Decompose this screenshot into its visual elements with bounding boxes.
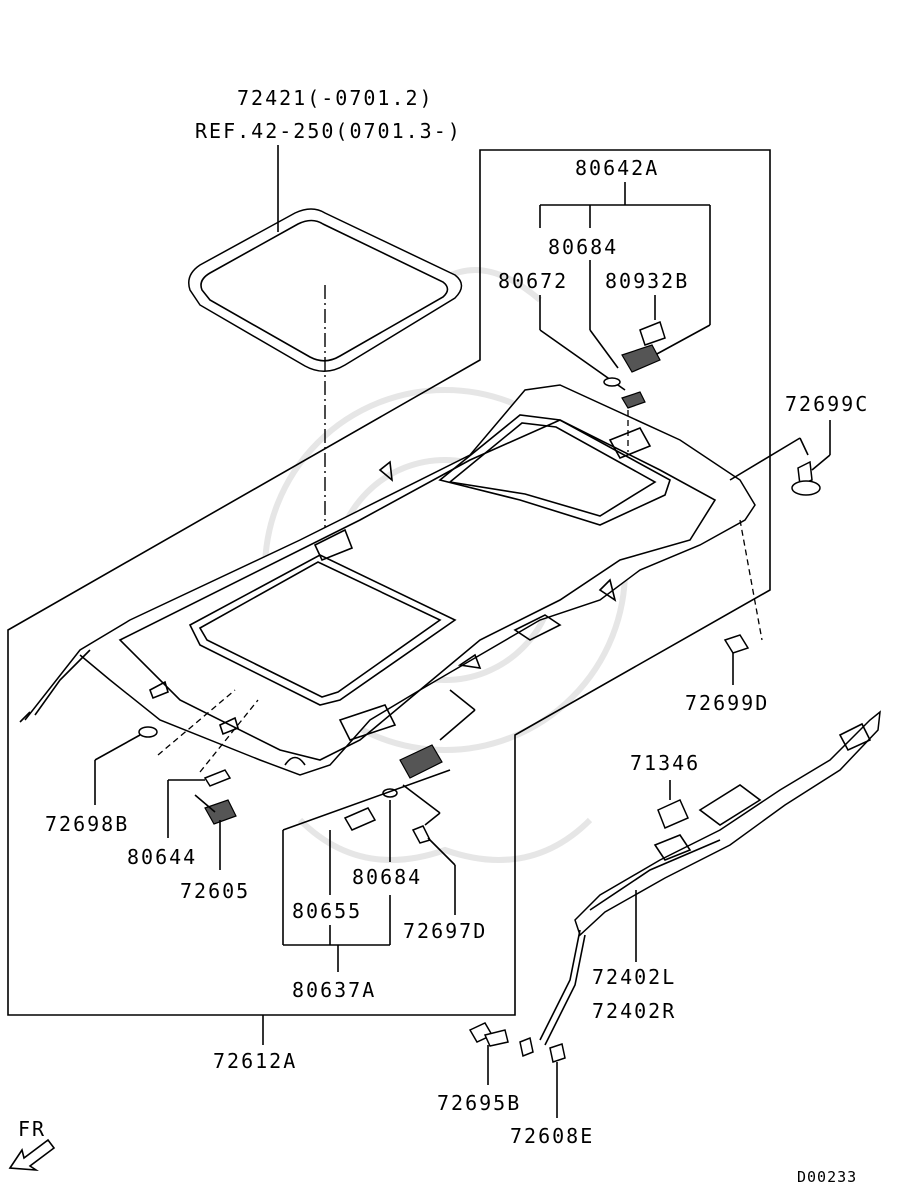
label-80637A: 80637A [292, 978, 377, 1002]
front-direction-arrow [8, 1138, 56, 1172]
label-72697D: 72697D [403, 919, 488, 943]
label-72421: 72421(-0701.2) [237, 86, 434, 110]
clip-72698B-part [138, 726, 158, 738]
label-ref-42-250: REF.42-250(0701.3-) [195, 119, 462, 143]
clip-72608E-part-b [549, 1043, 566, 1063]
label-72402L: 72402L [592, 965, 677, 989]
label-72699C: 72699C [785, 392, 870, 416]
label-72612A: 72612A [213, 1049, 298, 1073]
bracket-72612A [7, 149, 771, 1016]
label-72699D: 72699D [685, 691, 770, 715]
screw-72697D-part [411, 825, 432, 844]
assist-rail-72402-part [539, 710, 881, 1046]
label-72402R: 72402R [592, 999, 677, 1023]
clip-72699C-part [791, 460, 821, 496]
lens-80655-part [343, 807, 377, 831]
bulb-80644-part [203, 769, 232, 787]
label-80655: 80655 [292, 899, 363, 923]
pad-71346-part [657, 799, 689, 829]
label-72605: 72605 [180, 879, 251, 903]
label-80684-top: 80684 [548, 235, 619, 259]
label-80684-bottom: 80684 [352, 865, 423, 889]
lamp-72605-part [204, 799, 237, 825]
label-diagram-code: D00233 [797, 1168, 858, 1186]
clip-72699D-part [723, 634, 750, 654]
clip-72608E-part-a [519, 1036, 534, 1058]
label-80932B: 80932B [605, 269, 690, 293]
label-80644: 80644 [127, 845, 198, 869]
label-80642A: 80642A [575, 156, 660, 180]
label-72608E: 72608E [510, 1124, 595, 1148]
label-71346: 71346 [630, 751, 701, 775]
lamp-80637A-part [399, 744, 443, 779]
label-fr: FR [18, 1117, 47, 1141]
label-72695B: 72695B [437, 1091, 522, 1115]
map-lamp-parts [603, 321, 666, 409]
headlining-trim-part [19, 384, 756, 776]
label-72698B: 72698B [45, 812, 130, 836]
bolt-72695B-part [468, 1022, 509, 1047]
label-80672: 80672 [498, 269, 569, 293]
